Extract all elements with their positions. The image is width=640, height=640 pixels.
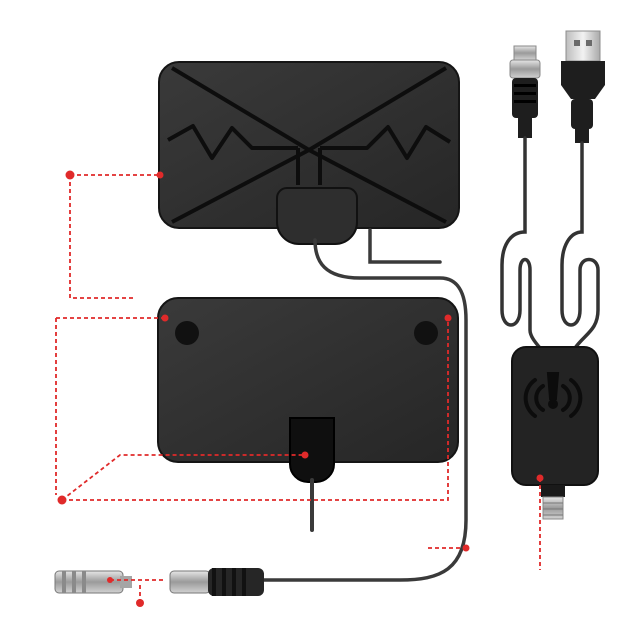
signal-wave-icon xyxy=(523,372,583,418)
usb-plug xyxy=(561,30,605,143)
cable-pocket xyxy=(289,417,335,483)
antenna-element-pattern xyxy=(167,66,452,224)
annotation-leaders xyxy=(55,174,541,603)
amplifier-leads xyxy=(500,136,600,350)
annotation-dots xyxy=(57,170,544,607)
signal-amplifier xyxy=(511,346,599,520)
coax-connector-pair xyxy=(54,568,264,596)
mounting-pad xyxy=(414,321,438,345)
coax-plug-top xyxy=(509,45,541,138)
flat-antenna-front xyxy=(158,61,460,245)
mounting-pad xyxy=(175,321,199,345)
cable-strain-relief xyxy=(276,187,358,245)
coax-cables xyxy=(260,228,468,582)
flat-antenna-back xyxy=(157,297,459,483)
